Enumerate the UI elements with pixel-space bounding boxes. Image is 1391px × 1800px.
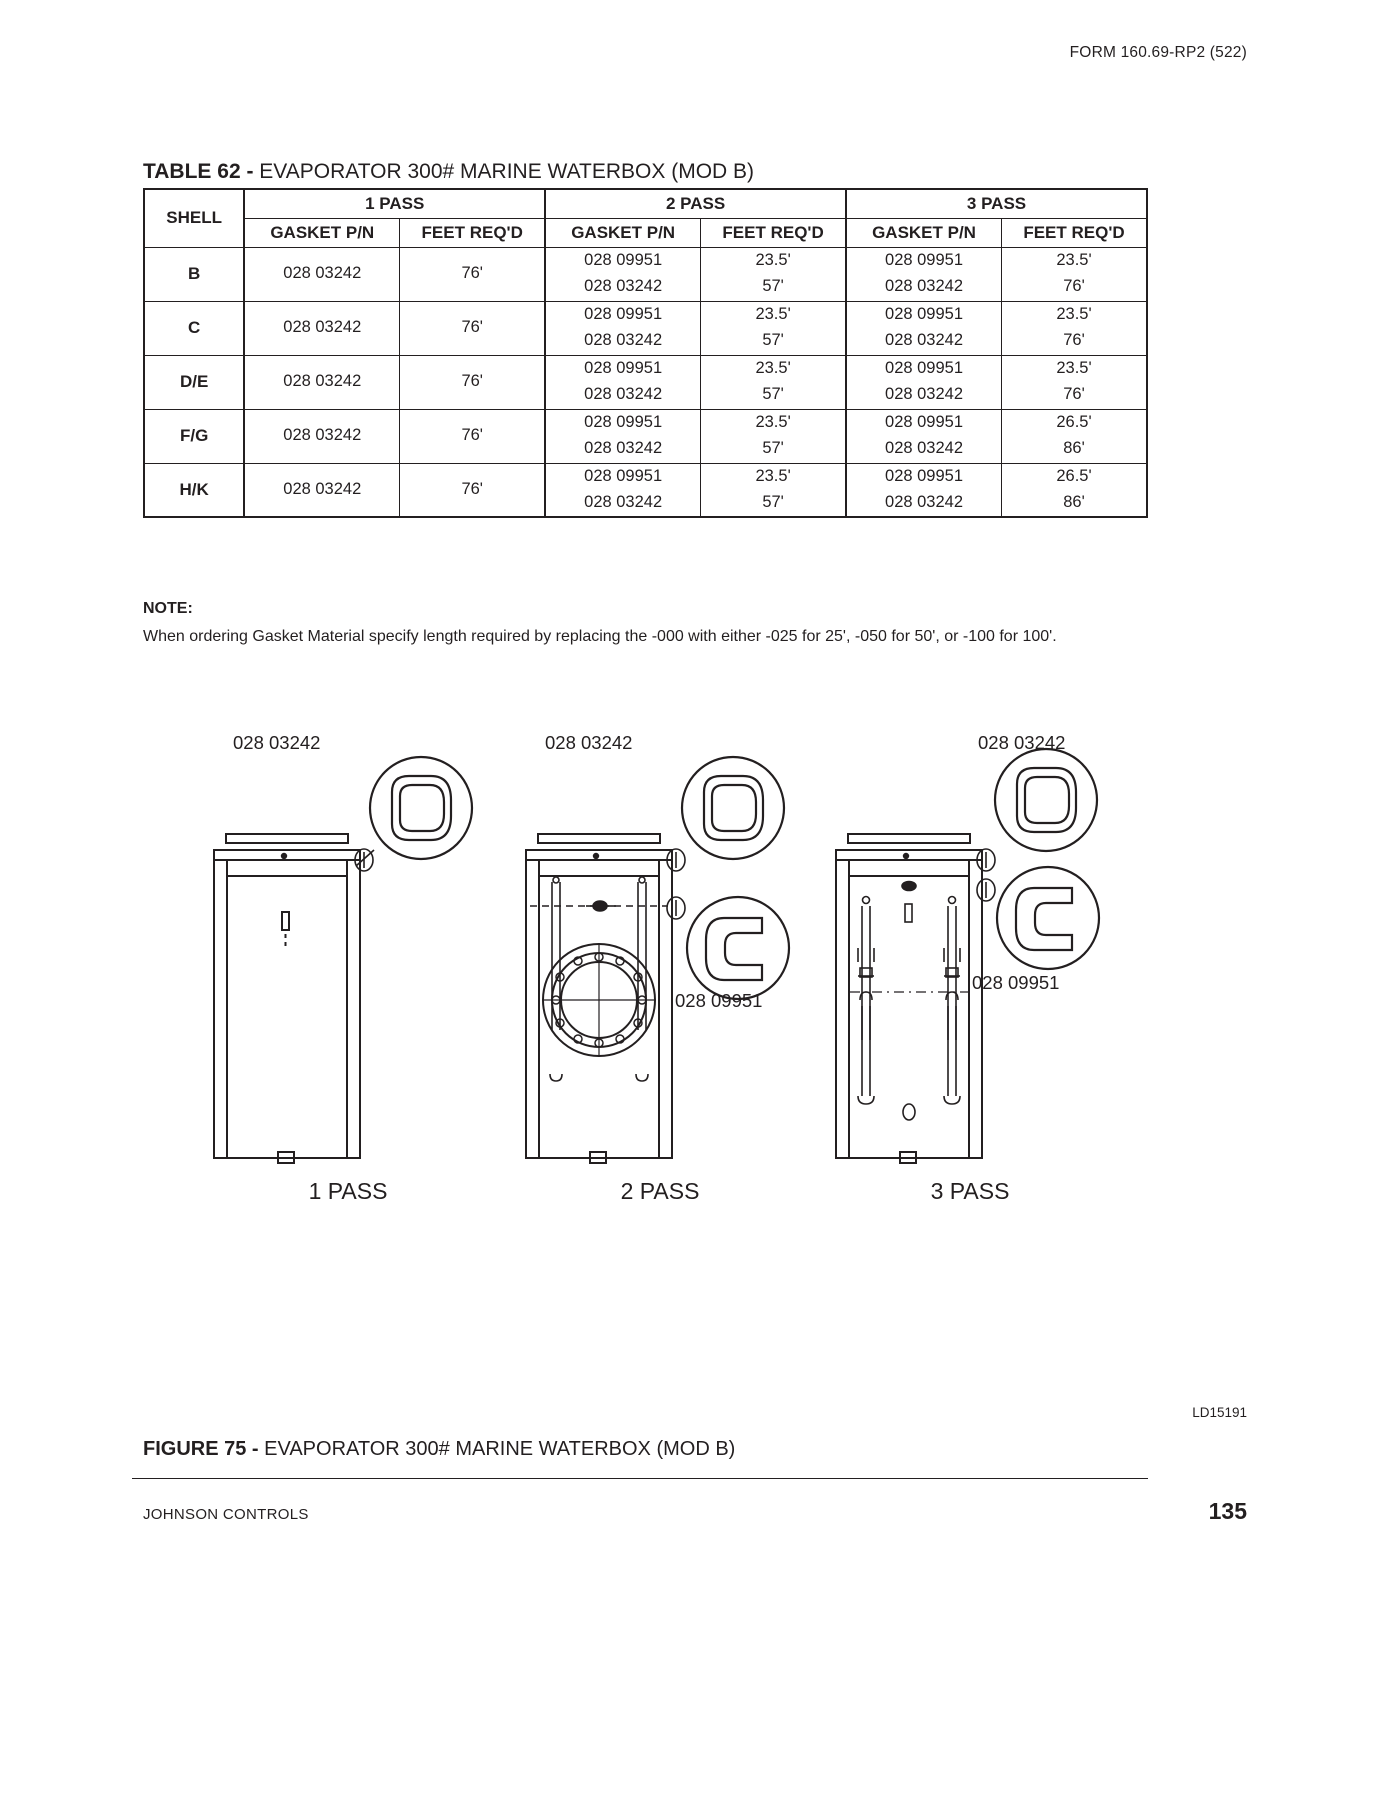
group-header-1-pass: 1 PASS <box>243 188 546 219</box>
column-header-shell: SHELL <box>142 188 245 248</box>
cell-feet-1: 76' <box>399 246 546 302</box>
cell-shell: F/G <box>142 408 245 464</box>
page-number: 135 <box>1208 1498 1247 1524</box>
group-header-2-pass: 2 PASS <box>544 188 847 219</box>
figure-caption: FIGURE 75 - EVAPORATOR 300# MARINE WATER… <box>143 1438 735 1461</box>
pass-label-1: 1 PASS <box>308 1178 388 1204</box>
table-header: SHELL 1 PASS 2 PASS 3 PASS GASKET P/N FE… <box>142 188 1148 248</box>
pass-label-2: 2 PASS <box>620 1178 700 1204</box>
cell-gasket-1: 028 03242 <box>243 408 401 464</box>
cell-shell: D/E <box>142 354 245 410</box>
cell-feet-2: 23.5'57' <box>700 408 847 464</box>
cell-feet-3: 26.5'86' <box>1001 408 1148 464</box>
column-header-gasket-1: GASKET P/N <box>243 217 401 248</box>
group-header-3-pass: 3 PASS <box>845 188 1148 219</box>
column-header-gasket-3: GASKET P/N <box>845 217 1003 248</box>
table-title-lead: TABLE 62 - <box>143 160 260 183</box>
form-code: FORM 160.69-RP2 (522) <box>1069 44 1247 61</box>
table-sub-header-row: GASKET P/N FEET REQ'D GASKET P/N FEET RE… <box>144 217 1148 248</box>
cell-feet-2: 23.5'57' <box>700 462 847 518</box>
cell-feet-1: 76' <box>399 300 546 356</box>
cell-feet-1: 76' <box>399 408 546 464</box>
cell-feet-2: 23.5'57' <box>700 354 847 410</box>
column-header-feet-1: FEET REQ'D <box>399 217 546 248</box>
callout-label-2b: 028 09951 <box>675 990 763 1011</box>
cell-feet-1: 76' <box>399 354 546 410</box>
cell-feet-3: 23.5'76' <box>1001 354 1148 410</box>
callout-label-3b: 028 09951 <box>972 972 1060 993</box>
note-label: NOTE: <box>143 600 193 617</box>
callout-label-1a: 028 03242 <box>233 732 321 753</box>
waterbox-drawing-3-pass <box>835 747 1101 1164</box>
cell-shell: H/K <box>142 462 245 518</box>
cell-gasket-1: 028 03242 <box>243 354 401 410</box>
pass-label-3: 3 PASS <box>930 1178 1010 1204</box>
column-header-feet-3: FEET REQ'D <box>1001 217 1148 248</box>
cell-gasket-1: 028 03242 <box>243 300 401 356</box>
table-title: TABLE 62 - EVAPORATOR 300# MARINE WATERB… <box>143 160 754 184</box>
cell-feet-2: 23.5'57' <box>700 246 847 302</box>
cell-gasket-1: 028 03242 <box>243 246 401 302</box>
cell-feet-3: 26.5'86' <box>1001 462 1148 518</box>
figure-illustration: 028 03242 <box>0 700 1391 1260</box>
cell-shell: B <box>142 246 245 302</box>
figure-panel-3-pass: 028 03242 028 09951 <box>800 700 1140 1260</box>
table-title-rest: EVAPORATOR 300# MARINE WATERBOX (MOD B) <box>259 160 755 183</box>
table-group-header-row: SHELL 1 PASS 2 PASS 3 PASS <box>142 188 1148 248</box>
column-header-feet-2: FEET REQ'D <box>700 217 847 248</box>
column-header-gasket-2: GASKET P/N <box>544 217 702 248</box>
figure-panel-2-pass: 028 03242 028 09951 <box>490 700 830 1260</box>
callout-label-2a: 028 03242 <box>545 732 633 753</box>
cell-feet-2: 23.5'57' <box>700 300 847 356</box>
cell-feet-3: 23.5'76' <box>1001 246 1148 302</box>
cell-feet-3: 23.5'76' <box>1001 300 1148 356</box>
footer-company: JOHNSON CONTROLS <box>143 1506 309 1523</box>
cell-feet-1: 76' <box>399 462 546 518</box>
note-text: When ordering Gasket Material specify le… <box>143 628 1057 645</box>
figure-caption-rest: EVAPORATOR 300# MARINE WATERBOX (MOD B) <box>264 1438 736 1460</box>
waterbox-drawing-2-pass <box>525 755 791 1164</box>
drawing-code: LD15191 <box>1192 1405 1247 1420</box>
cell-shell: C <box>142 300 245 356</box>
waterbox-drawing-1-pass <box>213 755 474 1164</box>
figure-panel-1-pass: 028 03242 <box>178 700 518 1260</box>
cell-gasket-1: 028 03242 <box>243 462 401 518</box>
callout-label-3a: 028 03242 <box>978 732 1066 753</box>
footer-divider <box>132 1478 1148 1479</box>
figure-caption-lead: FIGURE 75 - <box>143 1438 265 1460</box>
gasket-spec-table: SHELL 1 PASS 2 PASS 3 PASS GASKET P/N FE… <box>142 188 1148 518</box>
